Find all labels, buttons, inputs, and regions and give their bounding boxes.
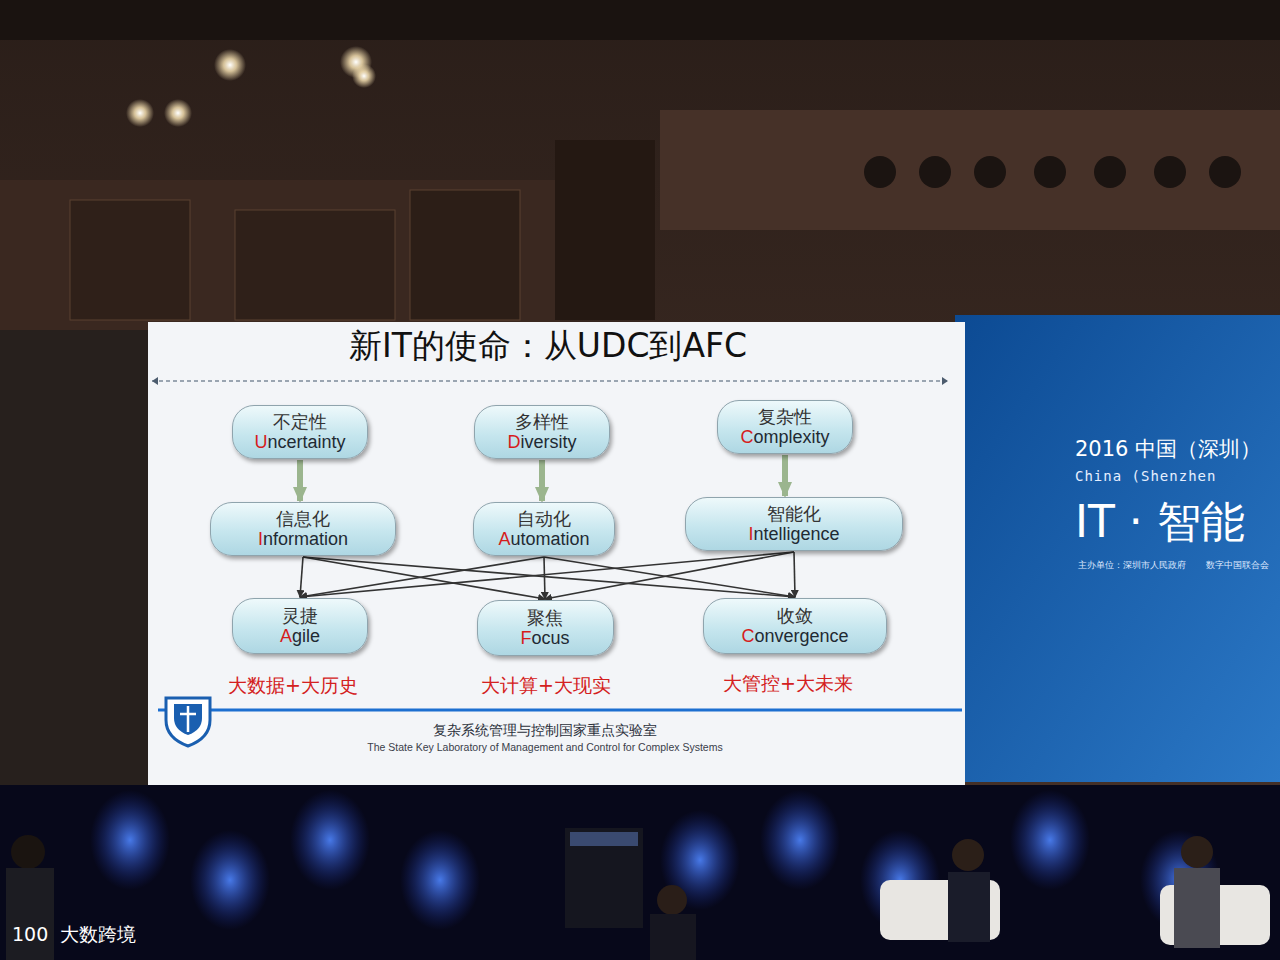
lab-name-en: The State Key Laboratory of Management a… bbox=[367, 741, 722, 753]
vents bbox=[864, 156, 1241, 188]
slide-title: 新IT的使命：从UDC到AFC bbox=[349, 326, 747, 366]
red-caption: 大管控+大未来 bbox=[723, 673, 853, 695]
stage-lights bbox=[90, 790, 1220, 930]
banner-city: China (Shenzhen bbox=[1075, 468, 1216, 484]
left-wall bbox=[0, 330, 148, 790]
box-title: 多样性 bbox=[515, 411, 569, 432]
process-box: 灵捷Agile bbox=[232, 598, 368, 654]
red-caption: 大计算+大现实 bbox=[481, 675, 611, 697]
box-subtitle: Convergence bbox=[741, 626, 848, 647]
process-box: 智能化Intelligence bbox=[685, 497, 903, 551]
process-box: 复杂性Complexity bbox=[717, 400, 853, 454]
cross-link bbox=[794, 552, 795, 597]
box-subtitle: Uncertainty bbox=[254, 432, 345, 453]
box-title: 不定性 bbox=[273, 411, 327, 432]
wall-panel bbox=[410, 190, 520, 320]
watermark-logo: 100 bbox=[12, 924, 48, 946]
box-title: 灵捷 bbox=[282, 605, 318, 626]
process-box: 多样性Diversity bbox=[474, 405, 610, 459]
banner-theme: IT · 智能 bbox=[1075, 497, 1245, 548]
box-subtitle: Automation bbox=[498, 529, 589, 550]
rule-tips bbox=[152, 377, 948, 385]
red-caption: 大数据+大历史 bbox=[228, 675, 358, 697]
banner-year: 2016 中国（深圳） bbox=[1075, 437, 1261, 461]
banner-panel bbox=[955, 315, 1280, 782]
box-subtitle: Diversity bbox=[507, 432, 576, 453]
wall-panel bbox=[235, 210, 395, 320]
box-title: 收敛 bbox=[777, 605, 813, 626]
box-title: 智能化 bbox=[767, 503, 821, 524]
box-title: 信息化 bbox=[276, 508, 330, 529]
wall bbox=[0, 180, 560, 330]
box-subtitle: Intelligence bbox=[748, 524, 839, 545]
ceiling-lights bbox=[126, 46, 376, 127]
lab-shield bbox=[166, 698, 210, 746]
box-title: 自动化 bbox=[517, 508, 571, 529]
flow-arrow bbox=[297, 460, 303, 501]
flow-arrow bbox=[539, 460, 545, 501]
box-title: 复杂性 bbox=[758, 406, 812, 427]
dashed-rule bbox=[152, 380, 948, 382]
box-subtitle: Agile bbox=[280, 626, 320, 647]
watermark: 大数跨境 bbox=[60, 924, 136, 946]
podium bbox=[565, 828, 643, 928]
slide bbox=[148, 322, 965, 785]
lab-name: 复杂系统管理与控制国家重点实验室 bbox=[433, 722, 657, 738]
people bbox=[6, 835, 1220, 960]
process-box: 收敛Convergence bbox=[703, 598, 887, 654]
box-subtitle: Complexity bbox=[740, 427, 829, 448]
wall-panel bbox=[70, 200, 190, 320]
cross-link bbox=[300, 557, 544, 597]
process-box: 不定性Uncertainty bbox=[232, 405, 368, 459]
cross-link bbox=[545, 552, 794, 599]
process-box: 信息化Information bbox=[210, 502, 396, 556]
process-box: 自动化Automation bbox=[473, 502, 615, 556]
door bbox=[555, 140, 655, 320]
organizer: 主办单位：深圳市人民政府 bbox=[1078, 561, 1186, 571]
cross-link bbox=[300, 552, 794, 597]
cross-link bbox=[300, 557, 303, 597]
box-title: 聚焦 bbox=[527, 607, 563, 628]
cross-link bbox=[544, 557, 545, 599]
box-subtitle: Information bbox=[258, 529, 348, 550]
ceiling-edge bbox=[0, 0, 1280, 40]
flow-arrow bbox=[782, 455, 788, 496]
box-subtitle: Focus bbox=[520, 628, 569, 649]
podium-sign bbox=[570, 832, 638, 846]
stage bbox=[0, 785, 1280, 960]
blue-rule bbox=[158, 709, 962, 712]
beam bbox=[660, 110, 1280, 230]
cross-link bbox=[303, 557, 795, 597]
process-box: 聚焦Focus bbox=[477, 600, 614, 656]
organizer: 数字中国联合会 bbox=[1206, 561, 1269, 571]
